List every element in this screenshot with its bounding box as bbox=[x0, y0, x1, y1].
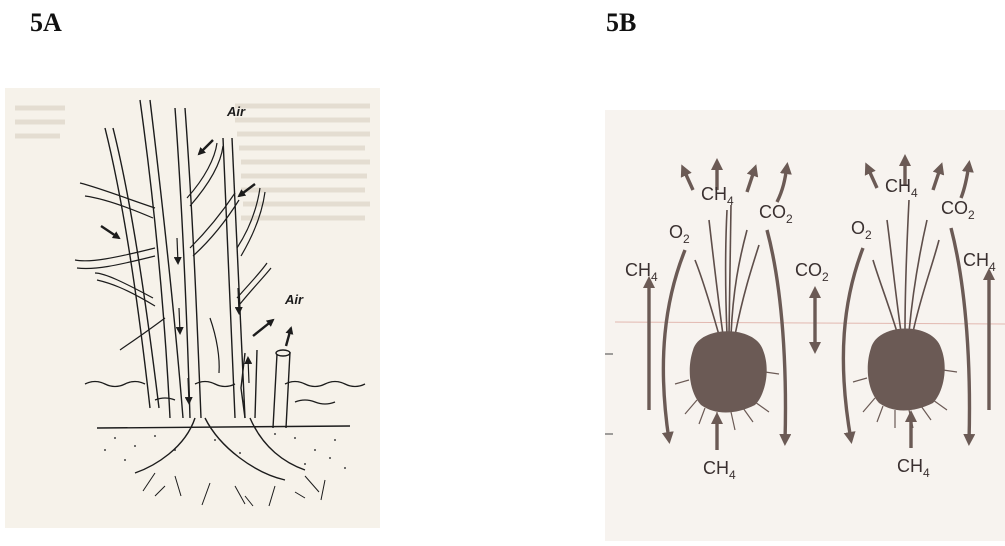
plant-left-root-mass bbox=[690, 331, 767, 412]
figure-5a-svg: Air Air bbox=[5, 88, 380, 528]
plant-right-root-mass bbox=[868, 329, 945, 411]
panel-label-5b: 5B bbox=[606, 8, 636, 38]
label-air-top: Air bbox=[226, 104, 246, 119]
paper-background bbox=[5, 88, 380, 528]
panel-label-5a: 5A bbox=[30, 8, 62, 38]
label-air-mid: Air bbox=[284, 292, 304, 307]
figure-5b-svg: CH4 CO2 O2 CH4 CO2 CH4 CH4 CO2 O2 CH4 CH… bbox=[605, 110, 1005, 541]
figure-5b-gas-exchange: CH4 CO2 O2 CH4 CO2 CH4 CH4 CO2 O2 CH4 CH… bbox=[605, 110, 1005, 541]
figure-5a-plant-air-flow: Air Air bbox=[5, 88, 380, 528]
